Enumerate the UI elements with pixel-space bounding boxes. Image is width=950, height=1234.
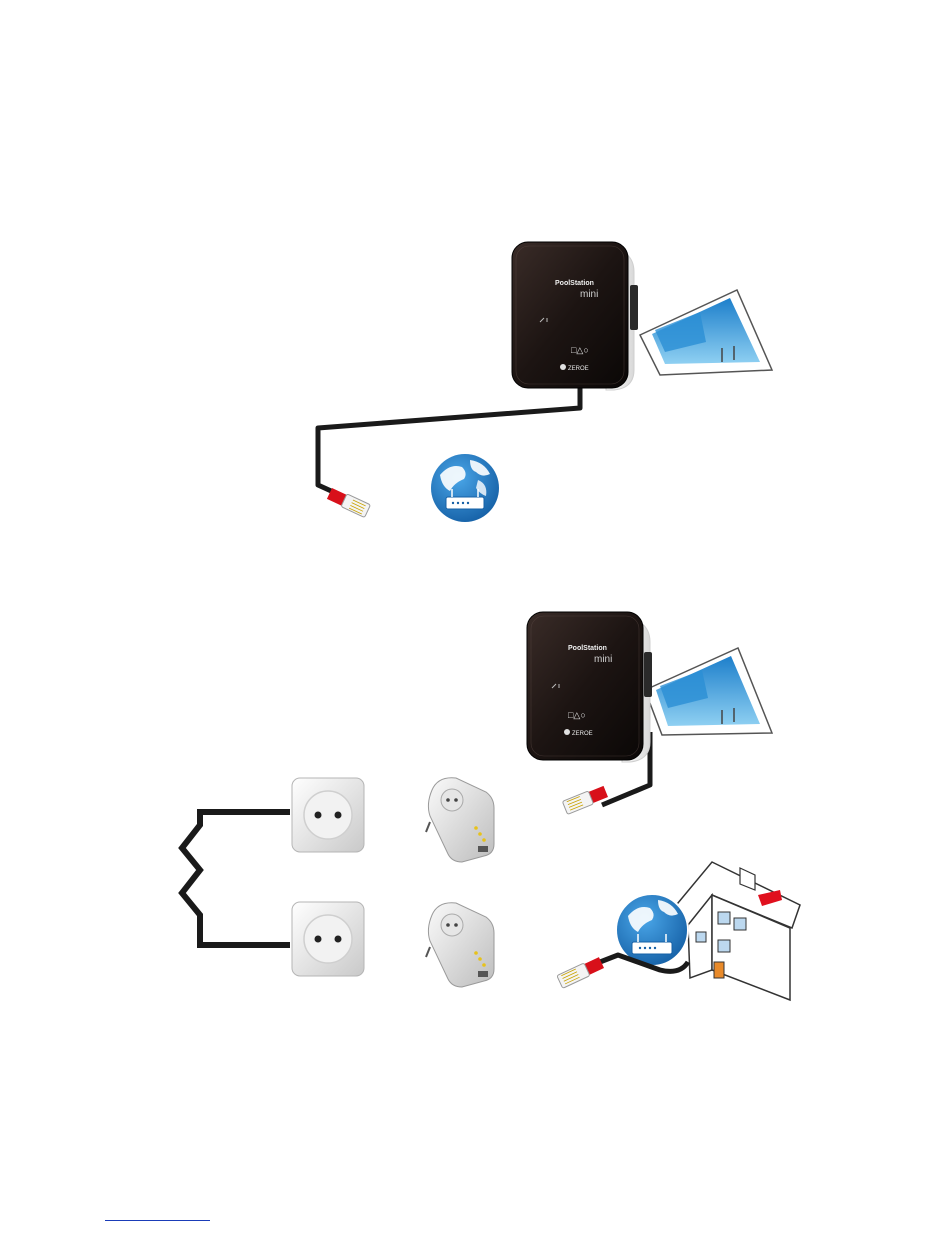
swimming-pool-icon xyxy=(640,290,772,375)
footer-rule xyxy=(105,1220,210,1221)
wall-outlet-icon xyxy=(292,902,364,976)
maker-logo-icon xyxy=(560,364,566,370)
poolstation-mini-device: PoolStation mini □△○ ZEROE xyxy=(527,612,652,762)
brand-label: PoolStation xyxy=(568,645,607,652)
brand-label: PoolStation xyxy=(555,280,594,287)
bottom-scene: PoolStation mini □△○ ZEROE xyxy=(182,612,800,1000)
maker-logo-icon xyxy=(564,729,570,735)
model-label: mini xyxy=(594,654,612,665)
rj45-connector-icon[interactable] xyxy=(557,956,605,988)
maker-label: ZEROE xyxy=(572,731,593,737)
maker-label: ZEROE xyxy=(568,366,589,372)
led-symbols: □△○ xyxy=(571,345,589,355)
rj45-connector-icon[interactable] xyxy=(562,785,608,814)
powerline-adapter-icon xyxy=(426,778,494,862)
led-symbols: □△○ xyxy=(568,710,586,720)
wall-outlet-icon xyxy=(292,778,364,852)
poolstation-mini-device: PoolStation mini □△○ ZEROE xyxy=(512,242,638,390)
rj45-connector-icon[interactable] xyxy=(327,487,371,517)
top-scene: PoolStation mini □△○ ZEROE xyxy=(318,242,772,522)
swimming-pool-icon xyxy=(645,648,772,735)
powerline-adapter-icon xyxy=(426,903,494,987)
router-globe-icon xyxy=(616,894,688,966)
model-label: mini xyxy=(580,289,598,300)
router-globe-icon xyxy=(431,454,499,522)
mains-wiring xyxy=(182,812,290,945)
